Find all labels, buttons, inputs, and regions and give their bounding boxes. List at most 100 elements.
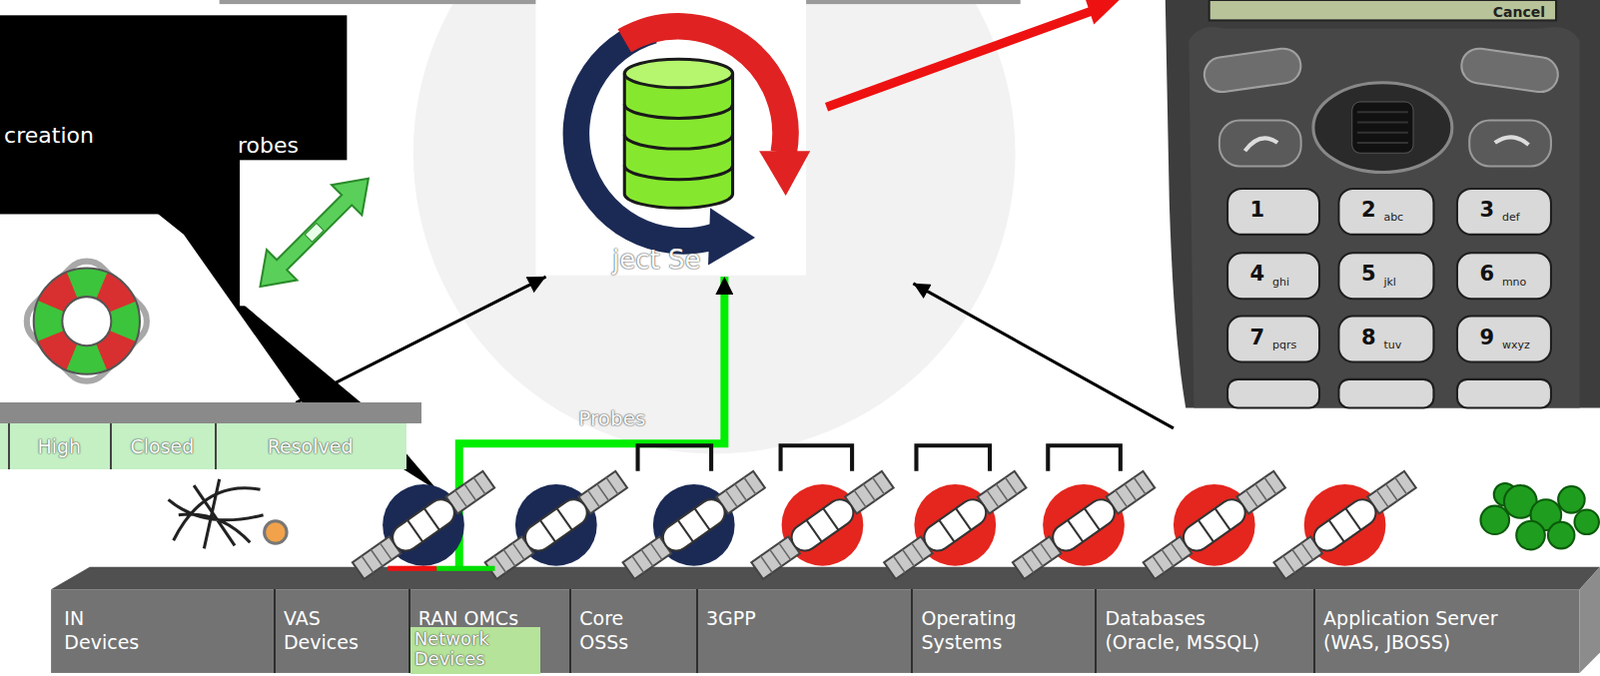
- label-slot: 1: [1250, 197, 1266, 222]
- double-arrow-icon: [239, 159, 393, 306]
- status-underline: [436, 566, 495, 572]
- red-arrow: [826, 0, 1123, 107]
- probe-satellite-icon: [621, 468, 768, 582]
- object-server-icon: [624, 73, 733, 209]
- phone-illustration: [1227, 379, 1320, 409]
- phone-illustration: [1338, 252, 1434, 299]
- phone-illustration: [1188, 26, 1580, 408]
- label-slot: def: [1502, 205, 1521, 225]
- phone-illustration: [1338, 188, 1434, 235]
- key-digit: 1: [1250, 197, 1266, 222]
- key-digit: 6: [1479, 261, 1495, 286]
- object-server-icon: [759, 150, 810, 196]
- callout-box: creation robes: [0, 14, 347, 214]
- red-arrow: [1083, 0, 1123, 25]
- node-label: creation: [3, 123, 94, 148]
- node-label: Resolved: [267, 435, 354, 458]
- key-digit: 5: [1361, 261, 1377, 286]
- phone-illustration: [1469, 119, 1552, 166]
- probe-brackets: [915, 445, 990, 472]
- device-segment: Application Server (WAS, JBOSS): [1313, 589, 1581, 674]
- device-segment: Operating Systems: [910, 589, 1095, 674]
- cluster-icon: [1574, 510, 1600, 536]
- probe-satellite-icon: [350, 468, 497, 582]
- probe-satellite-icon: [621, 468, 768, 582]
- probe-satellite-icon: [1272, 468, 1419, 582]
- probe-satellite-icon: [1141, 468, 1288, 582]
- phone-illustration: [1165, 0, 1600, 408]
- cluster-icon: [1548, 522, 1576, 550]
- label-slot: mno: [1502, 270, 1527, 290]
- table-header: [0, 402, 422, 423]
- platform-bar: [50, 567, 1600, 590]
- phone-illustration: [1227, 252, 1320, 299]
- key-letters: jkl: [1383, 275, 1396, 289]
- web-icon: [168, 479, 264, 549]
- key-letters: tuv: [1383, 338, 1402, 352]
- phone-illustration: [1313, 82, 1453, 173]
- text-slot: Closed: [109, 423, 214, 470]
- probe-brackets: [781, 445, 853, 472]
- key-letters: ghi: [1272, 275, 1290, 289]
- phone-illustration: [1202, 45, 1304, 94]
- phone-illustration: [1457, 379, 1552, 409]
- platform-bar: [50, 589, 1580, 674]
- label-slot: 4: [1250, 261, 1266, 286]
- red-arrow: [826, 9, 1095, 107]
- device-segment: Databases (Oracle, MSSQL): [1094, 589, 1314, 674]
- platform-bar: [50, 567, 1600, 674]
- label-slot: 6: [1479, 261, 1495, 286]
- softkey-label: Cancel: [1493, 3, 1546, 20]
- feed-arrow: [912, 283, 1174, 429]
- text-slot: 3GPP: [706, 606, 808, 631]
- phone-illustration: [1357, 111, 1409, 143]
- cluster-icon: [1558, 486, 1586, 514]
- node-label: RAN OMCs: [418, 606, 519, 631]
- label-slot: 9: [1479, 325, 1495, 350]
- probes-label: Probes: [578, 407, 646, 431]
- label-slot: Probes: [578, 407, 646, 431]
- phone-illustration: [1338, 316, 1434, 363]
- node-label: Closed: [130, 435, 195, 458]
- platform-bar: [1580, 567, 1600, 674]
- phone-illustration: [1457, 252, 1552, 299]
- node-label: ject Se: [612, 245, 701, 275]
- cluster-icon: [1516, 521, 1546, 551]
- text-slot: robes: [237, 133, 299, 158]
- phone-illustration: [1227, 316, 1320, 363]
- double-arrow-icon: [239, 159, 393, 306]
- key-digit: 2: [1361, 197, 1377, 222]
- label-slot: pqrs: [1272, 333, 1297, 353]
- probe-satellite-icon: [750, 468, 896, 582]
- node-label: High: [36, 435, 81, 458]
- object-server-icon: [535, 0, 806, 276]
- node-label: Application Server (WAS, JBOSS): [1323, 606, 1549, 655]
- callout-shape: [0, 14, 439, 492]
- probe-brackets: [1047, 445, 1121, 472]
- node-label: Databases (Oracle, MSSQL): [1104, 606, 1274, 655]
- probe-satellite-icon: [881, 468, 1028, 582]
- cell-divider: [109, 423, 112, 470]
- text-slot: VAS Devices: [283, 606, 376, 655]
- probe-brackets: [638, 445, 1121, 472]
- text-slot: Core OSSs: [579, 606, 654, 655]
- phone-illustration: [1457, 316, 1552, 363]
- cell-divider: [214, 423, 217, 470]
- object-server-icon: [535, 0, 810, 276]
- web-icon: [168, 479, 288, 549]
- object-server-icon: [708, 207, 756, 265]
- probe-satellite-icon: [1272, 468, 1419, 582]
- node-label: 3GPP: [706, 606, 757, 631]
- text-slot: Operating Systems: [921, 606, 1050, 655]
- device-segment: 3GPP: [696, 589, 912, 674]
- label-slot: 8: [1361, 325, 1377, 350]
- status-underline: [387, 566, 437, 572]
- label-slot: 7: [1250, 325, 1266, 350]
- label-slot: Cancel: [1493, 1, 1546, 21]
- text-slot: Application Server (WAS, JBOSS): [1323, 606, 1549, 655]
- text-slot: ject Se: [612, 245, 701, 275]
- phone-illustration: [1459, 45, 1561, 94]
- key-letters: def: [1502, 210, 1521, 224]
